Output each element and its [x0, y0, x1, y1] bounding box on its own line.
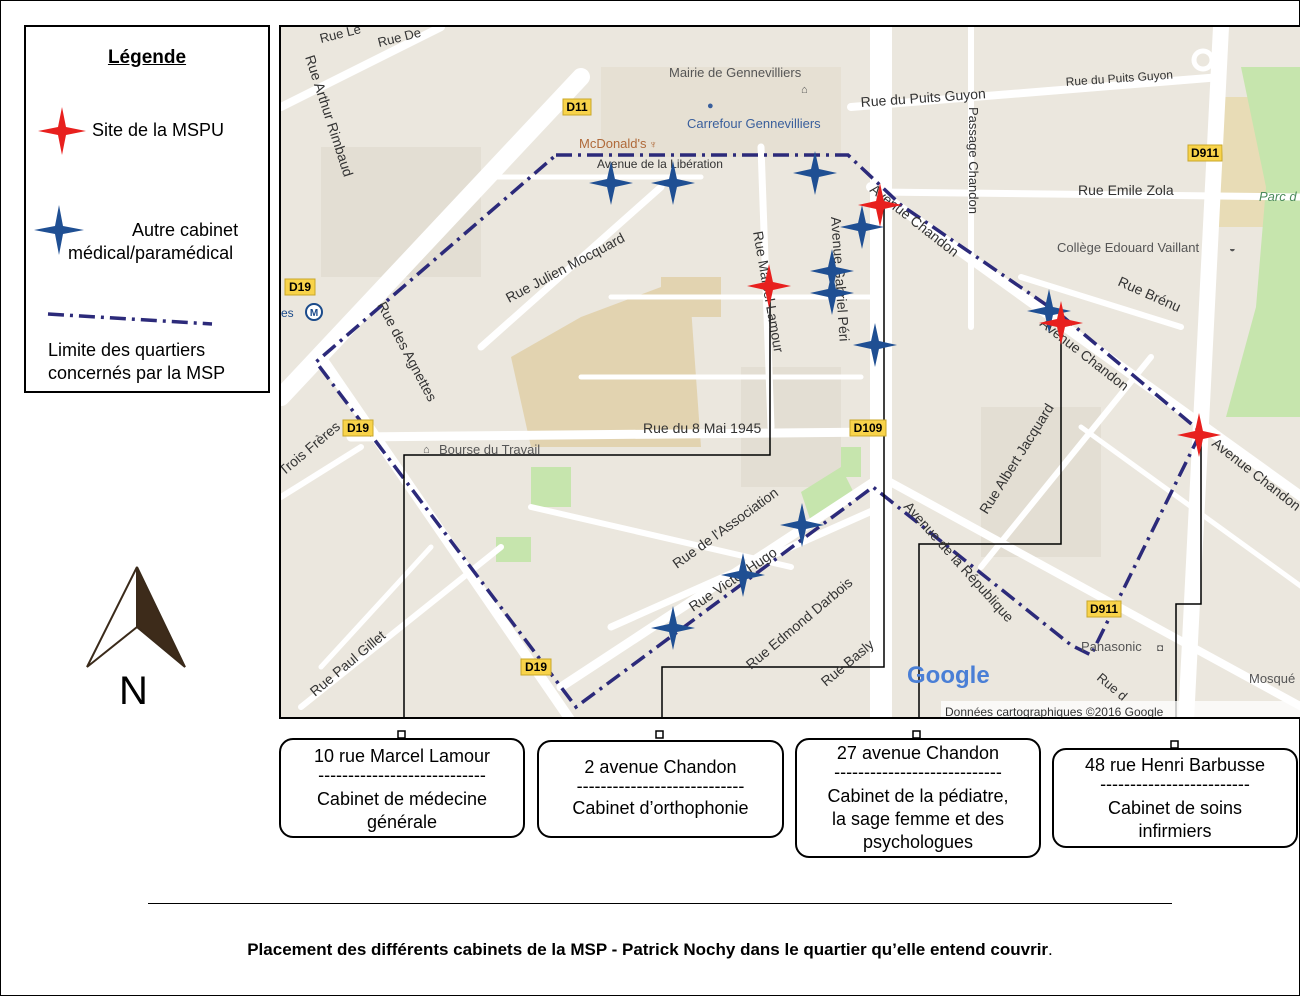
svg-text:D19: D19 [347, 421, 369, 435]
blue-star-icon [840, 205, 884, 249]
street-label: Passage Chandon [966, 107, 981, 214]
box-description: la sage femme et des [831, 809, 1005, 829]
road-shield-d911: D911 [1086, 600, 1122, 618]
legend-label-limite-line2: concernés par la MSP [48, 363, 226, 383]
svg-text:D109: D109 [854, 421, 883, 435]
box-separator: ---------------------------- [834, 765, 1002, 779]
blue-star-icon [853, 323, 897, 367]
road-shield-d11: D11 [562, 98, 592, 116]
poi-college: Collège Edouard Vaillant [1057, 240, 1200, 255]
svg-text:es: es [281, 306, 294, 320]
poi-mosque: Mosqué [1249, 671, 1295, 686]
landuse-area [601, 67, 841, 157]
legend-label-mspu: Site de la MSPU [92, 120, 225, 140]
caption-text: Placement des différents cabinets de la … [247, 940, 1049, 959]
poi-carrefour: Carrefour Gennevilliers [687, 116, 821, 131]
svg-text:M: M [310, 308, 318, 319]
red-star-icon [38, 107, 86, 155]
shop-icon: ● [707, 100, 714, 112]
road-shield-d911: D911 [1187, 144, 1223, 162]
blue-star-icon [780, 503, 824, 547]
box-address: 48 rue Henri Barbusse [1084, 755, 1266, 775]
red-star-icon [858, 183, 902, 227]
box-description: Cabinet de la pédiatre, [827, 786, 1009, 806]
legend-label-autre-line2: médical/paramédical [68, 243, 234, 263]
box-description: Cabinet de soins [1107, 798, 1243, 818]
road-shield-d19: D19 [342, 419, 374, 437]
address-box-27-chandon: 27 avenue Chandon ----------------------… [795, 738, 1041, 858]
poi-mairie: Mairie de Gennevilliers [669, 65, 802, 80]
school-icon: ◒ [1229, 243, 1236, 255]
poi-panasonic: Panasonic [1081, 639, 1142, 654]
north-arrow: N [85, 565, 189, 715]
svg-text:D19: D19 [289, 280, 311, 294]
legend-panel: Légende Site de la MSPU Autre cabinet mé… [24, 25, 270, 393]
compass-icon [86, 566, 186, 668]
poi-mcdonalds: McDonald's [579, 136, 647, 151]
legend-label-limite-line1: Limite des quartiers [48, 340, 206, 360]
box-description: Cabinet de médecine [316, 789, 488, 809]
red-star-icon [1039, 301, 1083, 345]
address-box-barbusse: 48 rue Henri Barbusse ------------------… [1052, 748, 1298, 848]
svg-text:D911: D911 [1191, 146, 1219, 160]
blue-star-icon [34, 205, 84, 255]
caption-period: . [1048, 940, 1053, 959]
poi-mairie-icon: ⌂ [801, 84, 808, 96]
legend-title: Légende [107, 47, 187, 68]
divider [148, 903, 1172, 904]
map-attribution: Données cartographiques ©2016 Google [945, 705, 1164, 719]
box-address: 2 avenue Chandon [584, 757, 737, 777]
building-icon: ⌂ [423, 444, 430, 456]
blue-star-icon [589, 161, 633, 205]
box-description: Cabinet d’orthophonie [572, 798, 749, 818]
blue-star-markers [589, 151, 1071, 650]
box-address: 27 avenue Chandon [836, 743, 1000, 763]
metro-icon: M es [281, 303, 323, 321]
address-box-2-chandon: 2 avenue Chandon -----------------------… [537, 740, 784, 838]
dashdot-line-icon [47, 312, 213, 326]
road-shield-d19: D19 [284, 278, 316, 296]
street-label: Rue Emile Zola [1078, 182, 1174, 198]
box-address: 10 rue Marcel Lamour [313, 746, 491, 766]
blue-star-icon [810, 271, 854, 315]
restaurant-icon: ♆ [649, 139, 657, 151]
address-box-marcel-lamour: 10 rue Marcel Lamour -------------------… [279, 738, 525, 838]
red-star-icon [747, 264, 791, 308]
blue-star-icon [721, 553, 765, 597]
red-star-icon [1177, 413, 1221, 457]
legend-label-autre-line1: Autre cabinet [132, 220, 239, 240]
poi-parc: Parc d [1259, 189, 1297, 204]
map-canvas[interactable]: D11 D911 D911 D19 D19 D19 D109 M es Mair… [281, 27, 1300, 719]
box-description: générale [366, 812, 438, 832]
street-label: Rue du 8 Mai 1945 [643, 420, 762, 436]
park-areas [496, 67, 1300, 562]
landuse-area [511, 287, 701, 447]
blue-star-icon [651, 606, 695, 650]
box-description: infirmiers [1138, 821, 1212, 841]
compass-letter: N [119, 669, 148, 713]
map-panel[interactable]: D11 D911 D911 D19 D19 D19 D109 M es Mair… [279, 25, 1300, 719]
red-star-markers [747, 183, 1221, 457]
road-shield-d19: D19 [520, 658, 552, 676]
figure-caption: Placement des différents cabinets de la … [0, 940, 1300, 960]
msp-boundary [313, 153, 1204, 710]
google-logo: Google [907, 662, 990, 689]
leader-lines [403, 207, 1202, 717]
box-description: psychologues [862, 832, 974, 852]
box-separator: ---------------------------- [318, 768, 486, 782]
blue-star-icon [651, 161, 695, 205]
shop-icon: ◘ [1157, 643, 1163, 654]
blue-star-icon [793, 151, 837, 195]
svg-text:D19: D19 [525, 660, 547, 674]
blue-star-icon [1027, 289, 1071, 333]
road-shield-d109: D109 [849, 419, 887, 437]
street-label: Avenue de la Libération [597, 157, 723, 171]
poi-bourse: Bourse du Travail [439, 442, 540, 457]
svg-text:D11: D11 [566, 100, 588, 114]
box-separator: ------------------------- [1100, 777, 1250, 791]
svg-text:D911: D911 [1090, 602, 1118, 616]
box-separator: ---------------------------- [576, 779, 745, 793]
